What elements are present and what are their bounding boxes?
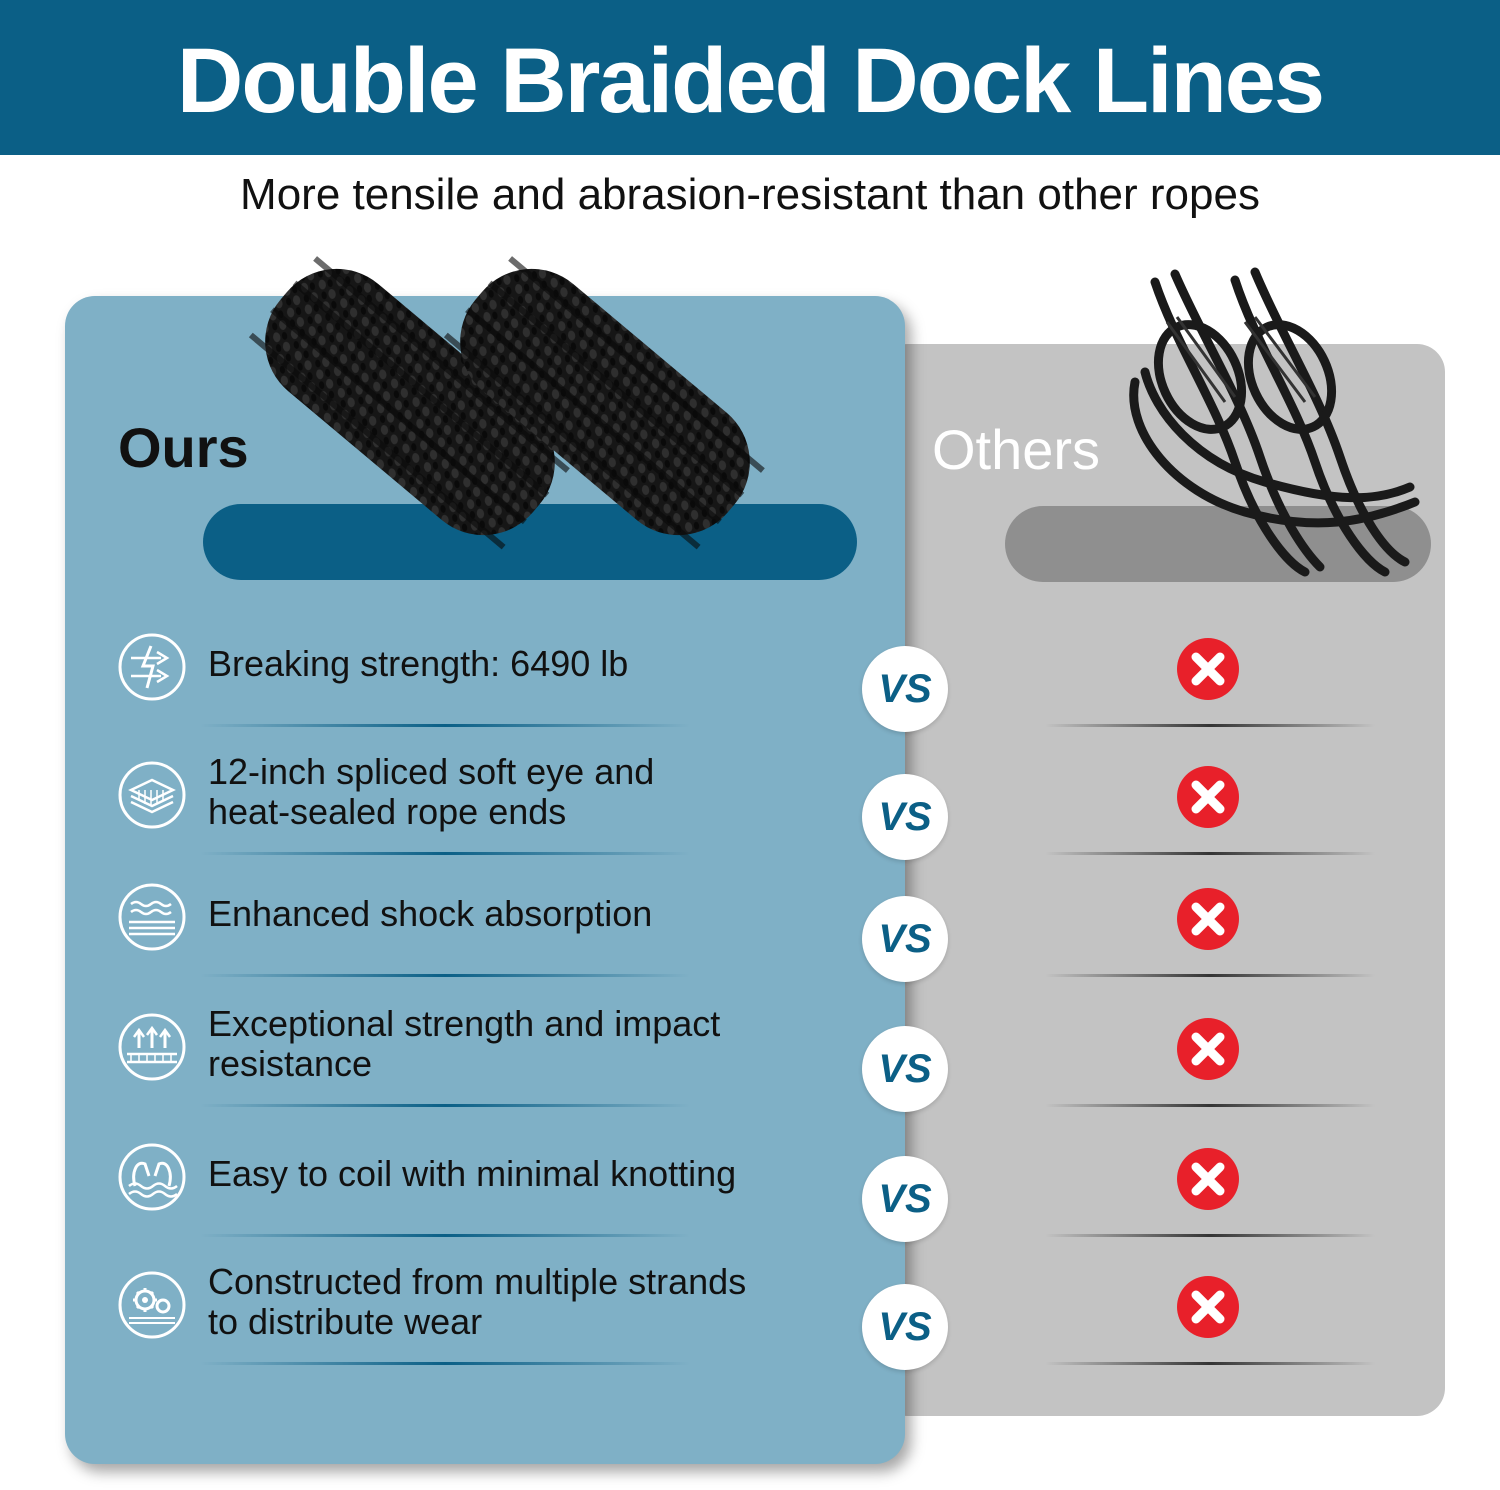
feature-line-2: to distribute wear	[208, 1301, 483, 1342]
page-title: Double Braided Dock Lines	[176, 30, 1325, 132]
red-cross-icon	[1177, 888, 1239, 950]
feature-row: Breaking strength: 6490 lb VS	[0, 630, 1500, 760]
ours-row-divider	[200, 1104, 690, 1107]
vs-badge: VS	[862, 1156, 948, 1242]
up-arrows-icon	[118, 1013, 186, 1081]
ours-label: Ours	[118, 416, 249, 479]
feature-line-1: 12-inch spliced soft eye and	[208, 751, 655, 792]
red-cross-icon	[1177, 766, 1239, 828]
lightning-arrows-icon	[118, 633, 186, 701]
others-row-divider	[1045, 1234, 1375, 1237]
twisted-rope-coils-image	[1129, 267, 1420, 577]
feature-line-1: Constructed from multiple strands	[208, 1261, 747, 1302]
feature-text: Breaking strength: 6490 lb	[208, 644, 848, 684]
wave-layers-icon	[118, 883, 186, 951]
vs-badge: VS	[862, 896, 948, 982]
red-cross-icon	[1177, 638, 1239, 700]
feature-line-1: Enhanced shock absorption	[208, 893, 653, 934]
feature-line-1: Easy to coil with minimal knotting	[208, 1153, 737, 1194]
feature-line-1: Exceptional strength and impact	[208, 1003, 721, 1044]
hands-icon	[118, 1143, 186, 1211]
feature-line-2: resistance	[208, 1043, 373, 1084]
page-subtitle: More tensile and abrasion-resistant than…	[240, 170, 1260, 219]
others-label: Others	[932, 418, 1101, 481]
vs-badge: VS	[862, 1284, 948, 1370]
feature-row: Enhanced shock absorption VS	[0, 880, 1500, 1010]
others-row-divider	[1045, 724, 1375, 727]
braided-rope-coils-image	[248, 256, 765, 550]
feature-line-2: heat-sealed rope ends	[208, 791, 567, 832]
gears-icon	[118, 1271, 186, 1339]
ours-header-bar	[203, 504, 857, 580]
header-band	[0, 0, 1500, 155]
red-cross-icon	[1177, 1018, 1239, 1080]
feature-text: Enhanced shock absorption	[208, 894, 848, 934]
ours-row-divider	[200, 1234, 690, 1237]
feature-line-1: Breaking strength: 6490 lb	[208, 643, 629, 684]
layered-rope-icon	[118, 761, 186, 829]
red-cross-icon	[1177, 1276, 1239, 1338]
ours-row-divider	[200, 1362, 690, 1365]
ours-row-divider	[200, 724, 690, 727]
vs-badge: VS	[862, 646, 948, 732]
others-row-divider	[1045, 974, 1375, 977]
ours-row-divider	[200, 974, 690, 977]
vs-badge: VS	[862, 1026, 948, 1112]
red-cross-icon	[1177, 1148, 1239, 1210]
others-row-divider	[1045, 852, 1375, 855]
ours-row-divider	[200, 852, 690, 855]
vs-badge: VS	[862, 774, 948, 860]
others-row-divider	[1045, 1362, 1375, 1365]
others-row-divider	[1045, 1104, 1375, 1107]
feature-row: Easy to coil with minimal knotting VS	[0, 1140, 1500, 1270]
feature-text: Easy to coil with minimal knotting	[208, 1154, 848, 1194]
